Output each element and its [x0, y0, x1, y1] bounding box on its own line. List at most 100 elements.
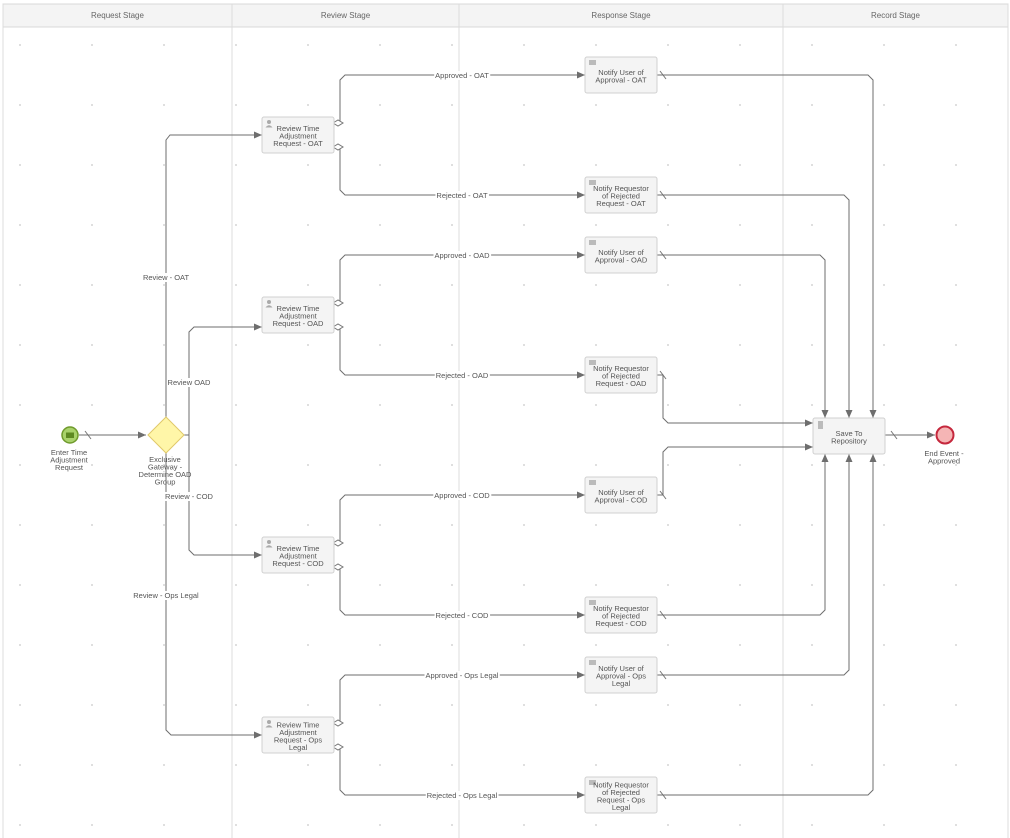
label-line: Request - Ops	[274, 735, 323, 744]
lane-header[interactable]: Request Stage	[91, 11, 144, 20]
task-box[interactable]	[261, 296, 335, 334]
grid-dot	[163, 164, 165, 166]
grid-dot	[667, 464, 669, 466]
label-line: Legal	[612, 679, 631, 688]
grid-dot	[667, 44, 669, 46]
grid-dot	[667, 584, 669, 586]
flow-to-save[interactable]	[657, 374, 813, 424]
task-box[interactable]	[584, 356, 658, 394]
lane-header[interactable]: Response Stage	[591, 11, 651, 20]
grid-dot	[451, 644, 453, 646]
grid-dot	[523, 764, 525, 766]
task-box[interactable]	[584, 176, 658, 214]
flow-to-save[interactable]	[657, 454, 826, 616]
task-box[interactable]	[584, 776, 658, 814]
grid-dot	[667, 704, 669, 706]
lane-header[interactable]: Record Stage	[871, 11, 920, 20]
arrowhead	[577, 71, 585, 79]
grid-dot	[91, 44, 93, 46]
envelope-icon	[589, 360, 596, 365]
envelope-icon	[589, 60, 596, 65]
grid-dot	[955, 224, 957, 226]
task-box[interactable]	[261, 536, 335, 574]
grid-dot	[19, 44, 21, 46]
grid-dot	[955, 284, 957, 286]
grid-dot	[595, 284, 597, 286]
label-line: Group	[155, 478, 176, 487]
label-line: Adjustment	[279, 312, 317, 321]
label-line: Approval - COD	[595, 495, 649, 504]
grid-dot	[307, 584, 309, 586]
arrowhead	[254, 323, 262, 331]
task-box[interactable]	[584, 656, 658, 694]
grid-dot	[667, 284, 669, 286]
label-line: of Rejected	[602, 788, 640, 797]
task-box[interactable]	[584, 596, 658, 634]
lane-header[interactable]: Review Stage	[321, 11, 371, 20]
flow-to-save[interactable]	[657, 74, 874, 418]
flow-label: Review - OAT	[143, 273, 190, 282]
grid-dot	[235, 764, 237, 766]
user-icon	[265, 300, 273, 308]
grid-dot	[955, 44, 957, 46]
arrowhead	[577, 251, 585, 259]
flow-label-bg	[141, 273, 191, 282]
flow-to-save[interactable]	[657, 454, 874, 796]
arrowhead	[577, 491, 585, 499]
grid-dot	[91, 104, 93, 106]
grid-dot	[19, 164, 21, 166]
grid-dot	[883, 644, 885, 646]
task-box[interactable]	[584, 236, 658, 274]
flow-to-save[interactable]	[657, 454, 850, 676]
label-line: Notify Requestor	[593, 604, 649, 613]
flow-label: Approved - OAT	[435, 71, 489, 80]
end-event[interactable]: End Event -Approved	[924, 425, 964, 466]
arrowhead	[577, 191, 585, 199]
flow-to-save[interactable]	[657, 194, 850, 418]
arrowhead	[805, 443, 813, 451]
grid-dot	[19, 764, 21, 766]
flow-to-save[interactable]	[657, 446, 813, 496]
flow-label-bg	[164, 492, 215, 501]
label-line: End Event -	[924, 449, 964, 458]
flow-label: Rejected - OAT	[436, 191, 488, 200]
flow-review-oad[interactable]	[184, 326, 262, 436]
grid-dot	[739, 704, 741, 706]
flow-to-save[interactable]	[657, 254, 826, 418]
arrowhead	[254, 731, 262, 739]
grid-dot	[523, 464, 525, 466]
grid-dot	[883, 104, 885, 106]
task-box[interactable]	[584, 56, 658, 94]
task-box[interactable]	[584, 476, 658, 514]
task-box[interactable]	[261, 116, 335, 154]
conditional-flow-marker	[332, 563, 344, 571]
grid-dot	[379, 404, 381, 406]
grid-dot	[811, 524, 813, 526]
grid-dot	[235, 104, 237, 106]
grid-dot	[523, 404, 525, 406]
grid-dot	[379, 464, 381, 466]
arrowhead	[821, 454, 829, 462]
grid-dot	[667, 404, 669, 406]
task-box[interactable]	[812, 417, 886, 455]
task-box[interactable]	[261, 716, 335, 754]
